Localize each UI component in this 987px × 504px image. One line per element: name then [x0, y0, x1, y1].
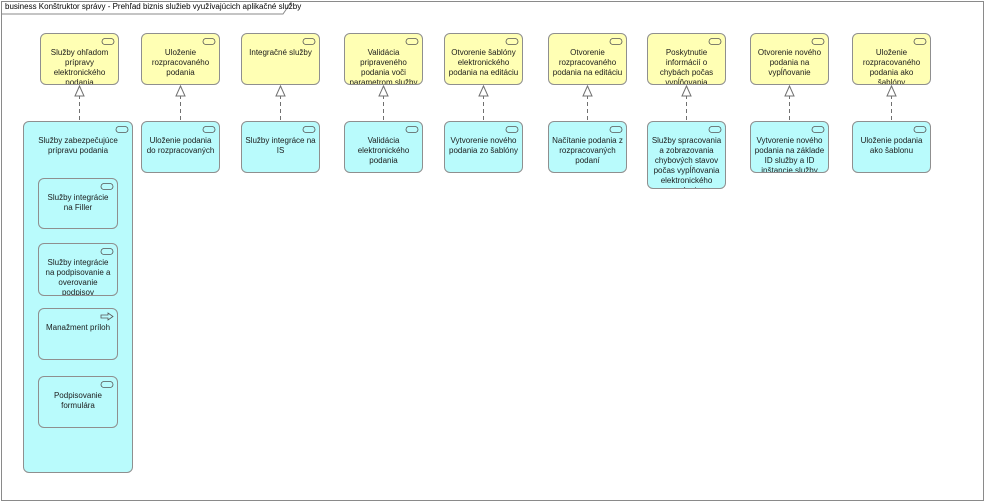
business-service-8[interactable]: Otvorenie nového podania na vypĺňovanie	[750, 33, 829, 85]
application-service-2[interactable]: Uloženie podania do rozpracovaných	[141, 121, 220, 173]
business-service-6[interactable]: Otvorenie rozpracovaného podania na edit…	[548, 33, 627, 85]
realization-connector-3[interactable]	[275, 84, 286, 121]
application-service-4[interactable]: Validácia elektronického podania	[344, 121, 423, 173]
nested-service-4[interactable]: Podpisovanie formulára	[38, 376, 118, 428]
business-service-3[interactable]: Integračné služby	[241, 33, 320, 85]
service-icon	[101, 38, 115, 45]
business-service-2-label: Uloženie rozpracovaného podania	[151, 48, 210, 77]
application-service-3-label: Služby integráce na IS	[245, 136, 316, 155]
business-service-4[interactable]: Validácia pripraveného podania voči para…	[344, 33, 423, 85]
nested-service-3-label: Manažment príloh	[45, 323, 111, 332]
realization-connector-1[interactable]	[74, 84, 85, 121]
business-service-3-label: Integračné služby	[249, 48, 312, 57]
business-service-4-label: Validácia pripraveného podania voči para…	[349, 48, 418, 85]
application-service-4-label: Validácia elektronického podania	[357, 136, 410, 165]
service-icon	[505, 126, 519, 133]
realization-connector-4[interactable]	[378, 84, 389, 121]
nested-service-4-label: Podpisovanie formulára	[53, 391, 103, 410]
business-service-6-label: Otvorenie rozpracovaného podania na edit…	[552, 48, 623, 77]
nested-service-1[interactable]: Služby integrácie na Filler	[38, 178, 118, 229]
service-icon	[609, 38, 623, 45]
application-service-8-label: Vytvorenie nového podania na základe ID …	[754, 136, 825, 173]
service-icon	[609, 126, 623, 133]
business-service-5[interactable]: Otvorenie šablóny elektronického podania…	[444, 33, 523, 85]
realization-connector-6[interactable]	[582, 84, 593, 121]
application-service-5[interactable]: Vytvorenie nového podania zo šablóny	[444, 121, 523, 173]
service-icon	[913, 38, 927, 45]
service-icon	[405, 126, 419, 133]
service-icon	[405, 38, 419, 45]
application-service-6-label: Načítanie podania z rozpracovaných podan…	[552, 136, 623, 165]
application-service-8[interactable]: Vytvorenie nového podania na základe ID …	[750, 121, 829, 173]
service-icon	[100, 183, 114, 190]
realization-connector-2[interactable]	[175, 84, 186, 121]
business-service-1-label: Služby ohľadom prípravy elektronického p…	[50, 48, 109, 85]
business-service-9[interactable]: Uloženie rozpracovaného podania ako šabl…	[852, 33, 931, 85]
application-service-2-label: Uloženie podania do rozpracovaných	[146, 136, 215, 155]
realization-connector-8[interactable]	[784, 84, 795, 121]
application-service-6[interactable]: Načítanie podania z rozpracovaných podan…	[548, 121, 627, 173]
service-icon	[913, 126, 927, 133]
business-service-9-label: Uloženie rozpracovaného podania ako šabl…	[862, 48, 921, 85]
application-service-7-label: Služby spracovania a zobrazovania chybov…	[651, 136, 722, 188]
service-icon	[302, 38, 316, 45]
diagram-title: business Konštruktor správy - Prehľad bi…	[5, 2, 302, 11]
application-service-3[interactable]: Služby integráce na IS	[241, 121, 320, 173]
realization-connector-7[interactable]	[681, 84, 692, 121]
nested-service-3[interactable]: Manažment príloh	[38, 308, 118, 360]
service-icon	[202, 38, 216, 45]
business-service-5-label: Otvorenie šablóny elektronického podania…	[448, 48, 519, 77]
application-service-7[interactable]: Služby spracovania a zobrazovania chybov…	[647, 121, 726, 189]
nested-service-1-label: Služby integrácie na Filler	[47, 193, 109, 212]
realization-connector-5[interactable]	[478, 84, 489, 121]
service-icon	[100, 381, 114, 388]
service-icon	[100, 248, 114, 255]
service-icon	[505, 38, 519, 45]
realization-connector-9[interactable]	[886, 84, 897, 121]
service-icon	[302, 126, 316, 133]
business-service-1[interactable]: Služby ohľadom prípravy elektronického p…	[40, 33, 119, 85]
nested-service-2[interactable]: Služby integrácie na podpisovanie a over…	[38, 243, 118, 296]
service-icon	[811, 38, 825, 45]
service-icon	[202, 126, 216, 133]
application-service-1-label: Služby zabezpečujúce prípravu podania	[38, 136, 118, 155]
title-tab-shape	[1, 1, 293, 15]
process-arrow-icon	[100, 312, 114, 321]
application-service-9[interactable]: Uloženie podania ako šablonu	[852, 121, 931, 173]
service-icon	[708, 126, 722, 133]
business-service-7[interactable]: Poskytnutie informácií o chybách počas v…	[647, 33, 726, 85]
application-service-5-label: Vytvorenie nového podania zo šablóny	[449, 136, 518, 155]
business-service-7-label: Poskytnutie informácií o chybách počas v…	[659, 48, 714, 85]
nested-service-2-label: Služby integrácie na podpisovanie a over…	[45, 258, 111, 296]
service-icon	[708, 38, 722, 45]
application-service-9-label: Uloženie podania ako šablonu	[860, 136, 923, 155]
business-service-2[interactable]: Uloženie rozpracovaného podania	[141, 33, 220, 85]
service-icon	[115, 126, 129, 133]
service-icon	[811, 126, 825, 133]
business-service-8-label: Otvorenie nového podania na vypĺňovanie	[757, 48, 822, 77]
